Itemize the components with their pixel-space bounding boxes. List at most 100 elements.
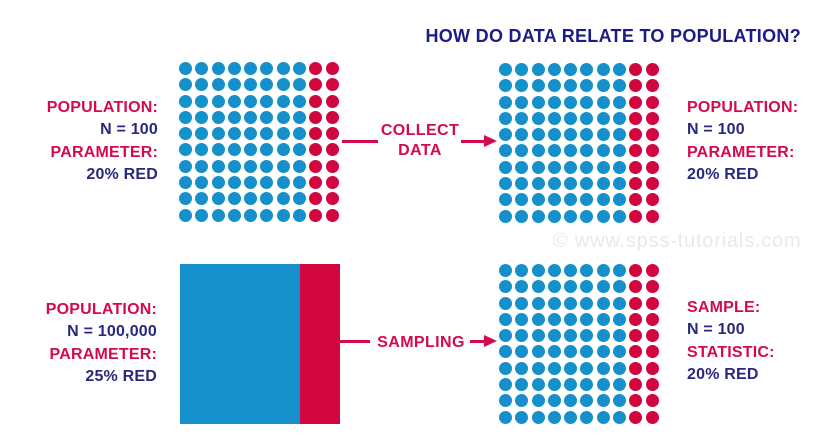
caption-line: N = 100 <box>100 121 158 139</box>
blue-dot <box>596 95 610 109</box>
blue-dot <box>244 143 258 157</box>
blue-dot <box>244 208 258 222</box>
caption-line: STATISTIC: <box>687 343 775 361</box>
blue-dot <box>227 62 241 75</box>
red-dot <box>645 79 659 93</box>
blue-dot <box>531 394 545 408</box>
blue-dot <box>293 159 307 173</box>
blue-dot <box>293 143 307 157</box>
blue-dot <box>293 110 307 124</box>
blue-dot <box>547 193 561 207</box>
blue-dot <box>547 296 561 310</box>
blue-dot <box>293 62 307 75</box>
blue-dot <box>244 94 258 108</box>
blue-dot <box>499 144 512 158</box>
blue-dot <box>260 208 274 222</box>
blue-dot <box>613 280 627 294</box>
blue-dot <box>596 345 610 359</box>
blue-dot <box>293 192 307 206</box>
red-dot <box>325 176 339 190</box>
blue-dot <box>613 193 627 207</box>
blue-dot <box>613 177 627 191</box>
blue-dot <box>564 361 578 375</box>
sampling-label-line: SAMPLING <box>377 334 465 351</box>
blue-dot <box>564 160 578 174</box>
blue-dot <box>515 345 529 359</box>
blue-dot <box>499 209 512 223</box>
blue-dot <box>531 95 545 109</box>
red-dot <box>645 144 659 158</box>
blue-dot <box>179 208 192 222</box>
blue-dot <box>211 94 225 108</box>
blue-dot <box>564 264 578 277</box>
red-dot <box>309 110 323 124</box>
blue-dot <box>531 361 545 375</box>
blue-dot <box>227 110 241 124</box>
blue-dot <box>515 378 529 392</box>
caption-population-top-right: POPULATION: N = 100 PARAMETER: 20% RED <box>687 97 798 187</box>
blue-dot <box>244 78 258 92</box>
blue-dot <box>211 143 225 157</box>
blue-dot <box>211 159 225 173</box>
red-dot <box>629 79 643 93</box>
red-dot <box>309 127 323 141</box>
blue-dot <box>499 312 512 326</box>
blue-dot <box>499 296 512 310</box>
blue-dot <box>260 176 274 190</box>
population-dot-grid-right <box>499 63 659 223</box>
blue-dot <box>179 143 192 157</box>
blue-dot <box>499 95 512 109</box>
blue-dot <box>613 160 627 174</box>
blue-dot <box>564 63 578 76</box>
red-dot <box>309 143 323 157</box>
blue-dot <box>580 95 594 109</box>
page-title: HOW DO DATA RELATE TO POPULATION? <box>425 26 801 46</box>
blue-dot <box>547 329 561 343</box>
blue-dot <box>211 110 225 124</box>
red-dot <box>645 193 659 207</box>
blue-dot <box>613 394 627 408</box>
blue-dot <box>515 410 529 424</box>
blue-dot <box>211 176 225 190</box>
blue-dot <box>596 378 610 392</box>
caption-line: PARAMETER: <box>50 143 158 161</box>
blue-dot <box>596 264 610 277</box>
blue-dot <box>499 410 512 424</box>
blue-dot <box>531 63 545 76</box>
collect-label-line: DATA <box>398 142 442 159</box>
blue-dot <box>613 329 627 343</box>
population-rectangle <box>180 264 340 424</box>
blue-dot <box>499 63 512 76</box>
blue-dot <box>227 176 241 190</box>
blue-dot <box>580 280 594 294</box>
blue-dot <box>515 264 529 277</box>
collect-connector-line <box>342 140 378 143</box>
blue-dot <box>260 62 274 75</box>
blue-dot <box>276 208 290 222</box>
blue-dot <box>596 329 610 343</box>
blue-dot <box>227 94 241 108</box>
blue-dot <box>596 144 610 158</box>
blue-dot <box>515 111 529 125</box>
blue-dot <box>547 394 561 408</box>
blue-dot <box>580 209 594 223</box>
sampling-connector-line <box>340 340 370 343</box>
blue-dot <box>276 192 290 206</box>
population-rectangle-red-part <box>300 264 340 424</box>
blue-dot <box>293 94 307 108</box>
red-dot <box>325 143 339 157</box>
blue-dot <box>499 329 512 343</box>
red-dot <box>629 394 643 408</box>
blue-dot <box>515 79 529 93</box>
caption-line: SAMPLE: <box>687 299 761 316</box>
blue-dot <box>195 110 209 124</box>
watermark: © www.spss-tutorials.com <box>553 230 802 252</box>
blue-dot <box>260 127 274 141</box>
blue-dot <box>195 78 209 92</box>
blue-dot <box>547 79 561 93</box>
blue-dot <box>596 79 610 93</box>
red-dot <box>645 128 659 142</box>
blue-dot <box>276 62 290 75</box>
blue-dot <box>179 176 192 190</box>
red-dot <box>629 63 643 76</box>
